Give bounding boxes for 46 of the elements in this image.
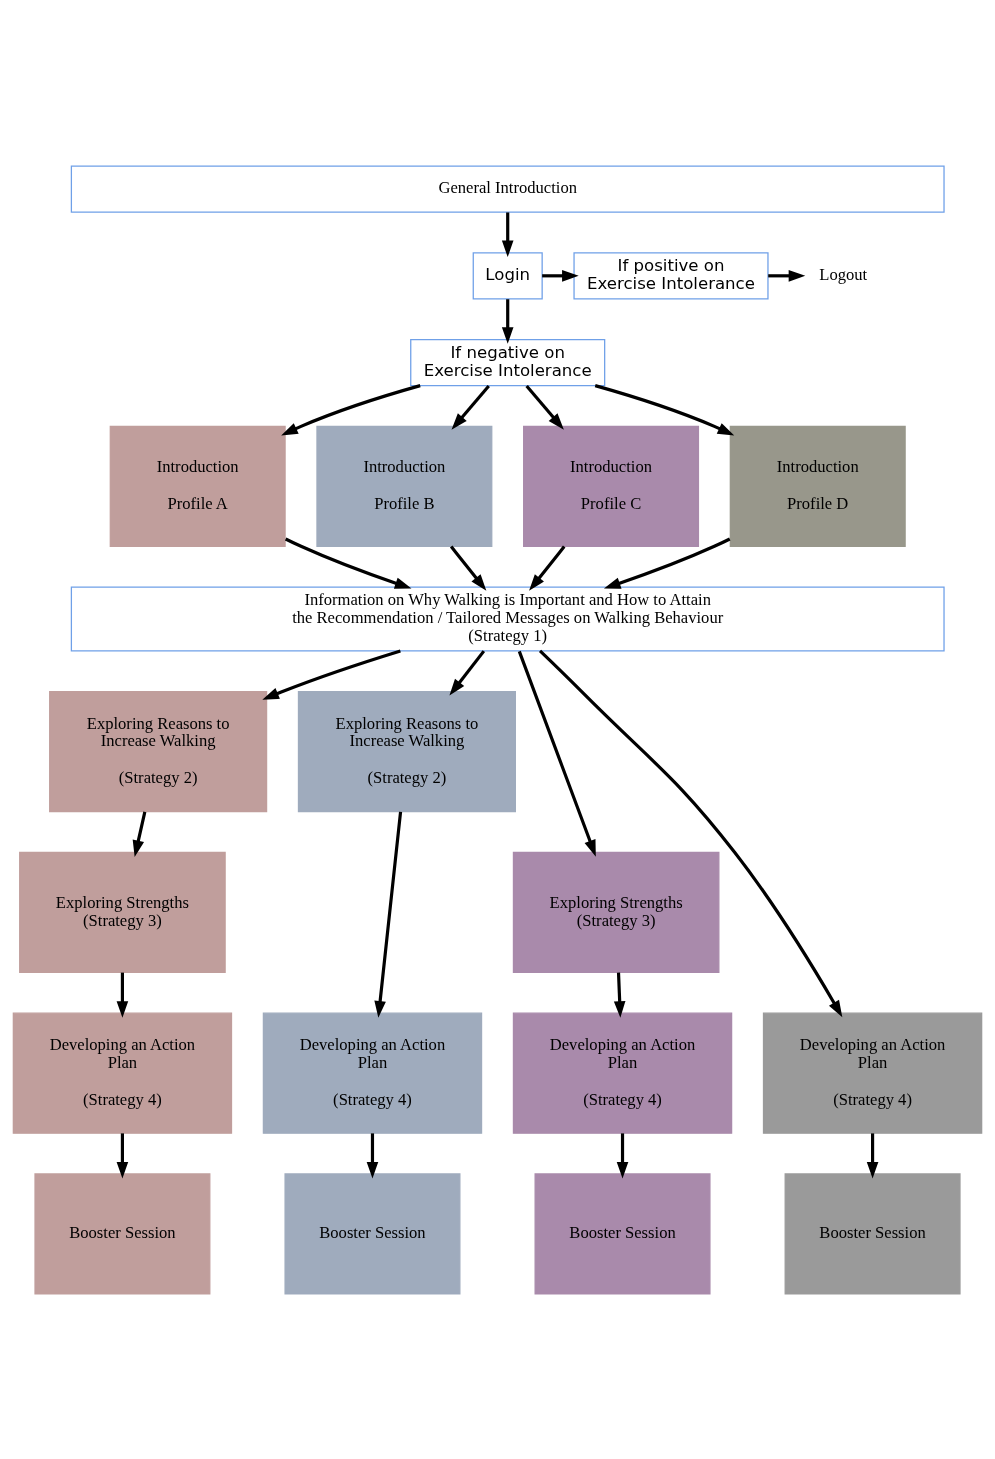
arrow — [132, 811, 147, 857]
node-box: Information on Why Walking is Important and How to Attain the Recommendation / Tailored Messages on Walking Behaviour (Strategy 1) — [70, 585, 945, 652]
node-box: Login — [472, 251, 543, 299]
arrow — [594, 383, 735, 435]
arrow — [501, 211, 514, 257]
arrow — [451, 384, 490, 430]
node-box: Exploring Strengths (Strategy 3) — [512, 851, 720, 973]
node-box: Booster Session — [34, 1172, 211, 1295]
node-box: Exploring Reasons to Increase Walking (Strategy 2) — [49, 690, 268, 812]
arrow — [116, 972, 129, 1018]
arrow — [866, 1132, 879, 1179]
arrow — [603, 537, 731, 589]
node-box: General Introduction — [70, 164, 945, 213]
node-box: Booster Session — [284, 1172, 461, 1295]
arrow — [501, 298, 514, 344]
node-box: Booster Session — [784, 1172, 961, 1295]
node-box: Developing an Action Plan (Strategy 4) — [262, 1012, 483, 1134]
arrow — [366, 1132, 379, 1179]
arrow — [613, 972, 626, 1018]
node-box: Exploring Reasons to Increase Walking (Strategy 2) — [297, 690, 516, 812]
node-box: Exploring Strengths (Strategy 3) — [19, 851, 226, 973]
node-box: If negative on Exercise Intolerance — [410, 338, 606, 386]
arrow — [449, 649, 486, 696]
arrow — [284, 537, 412, 589]
node-box: Developing an Action Plan (Strategy 4) — [762, 1012, 983, 1134]
arrow — [449, 545, 487, 591]
node-box: Introduction Profile A — [109, 425, 286, 547]
arrow — [616, 1132, 629, 1179]
node-box: Introduction Profile B — [316, 425, 493, 547]
node-text: Logout — [819, 264, 868, 284]
arrow — [262, 648, 401, 700]
arrow — [281, 383, 421, 435]
arrow — [529, 545, 566, 591]
node-box: Introduction Profile C — [523, 425, 700, 547]
arrow — [542, 269, 579, 282]
arrow — [374, 811, 403, 1018]
node-box: If positive on Exercise Intolerance — [573, 251, 769, 299]
arrow — [768, 269, 806, 282]
arrow — [525, 384, 564, 430]
node-box: Booster Session — [534, 1172, 711, 1295]
arrow — [116, 1132, 129, 1179]
node-box: Developing an Action Plan (Strategy 4) — [12, 1012, 233, 1134]
node-box: Introduction Profile D — [729, 425, 906, 547]
arrow — [517, 650, 596, 857]
node-box: Developing an Action Plan (Strategy 4) — [512, 1012, 733, 1134]
arrow — [538, 649, 843, 1017]
